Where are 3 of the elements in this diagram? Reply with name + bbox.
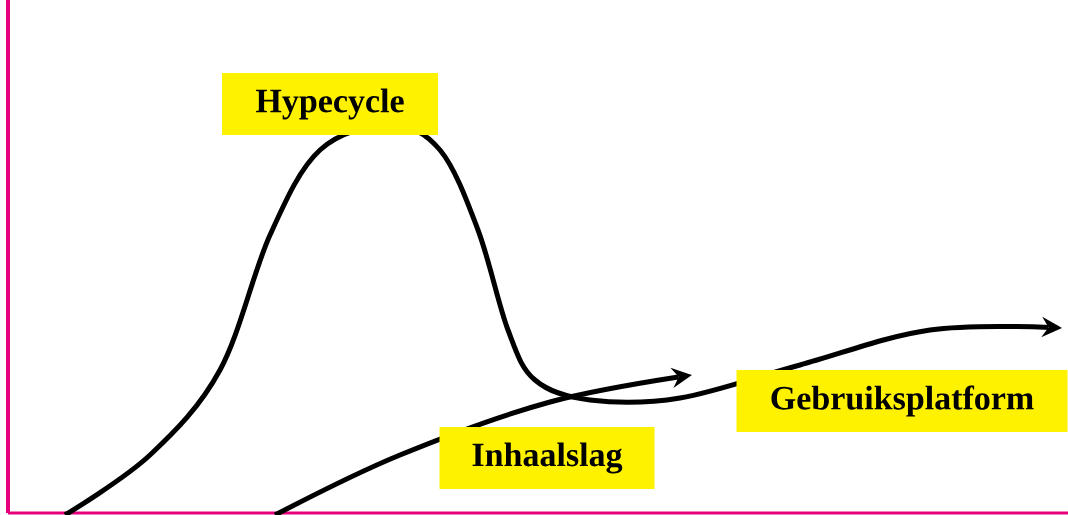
label-box: Inhaalslag [439, 427, 655, 489]
label-box: Hypecycle [222, 73, 438, 135]
label-box: Gebruiksplatform [736, 370, 1068, 432]
